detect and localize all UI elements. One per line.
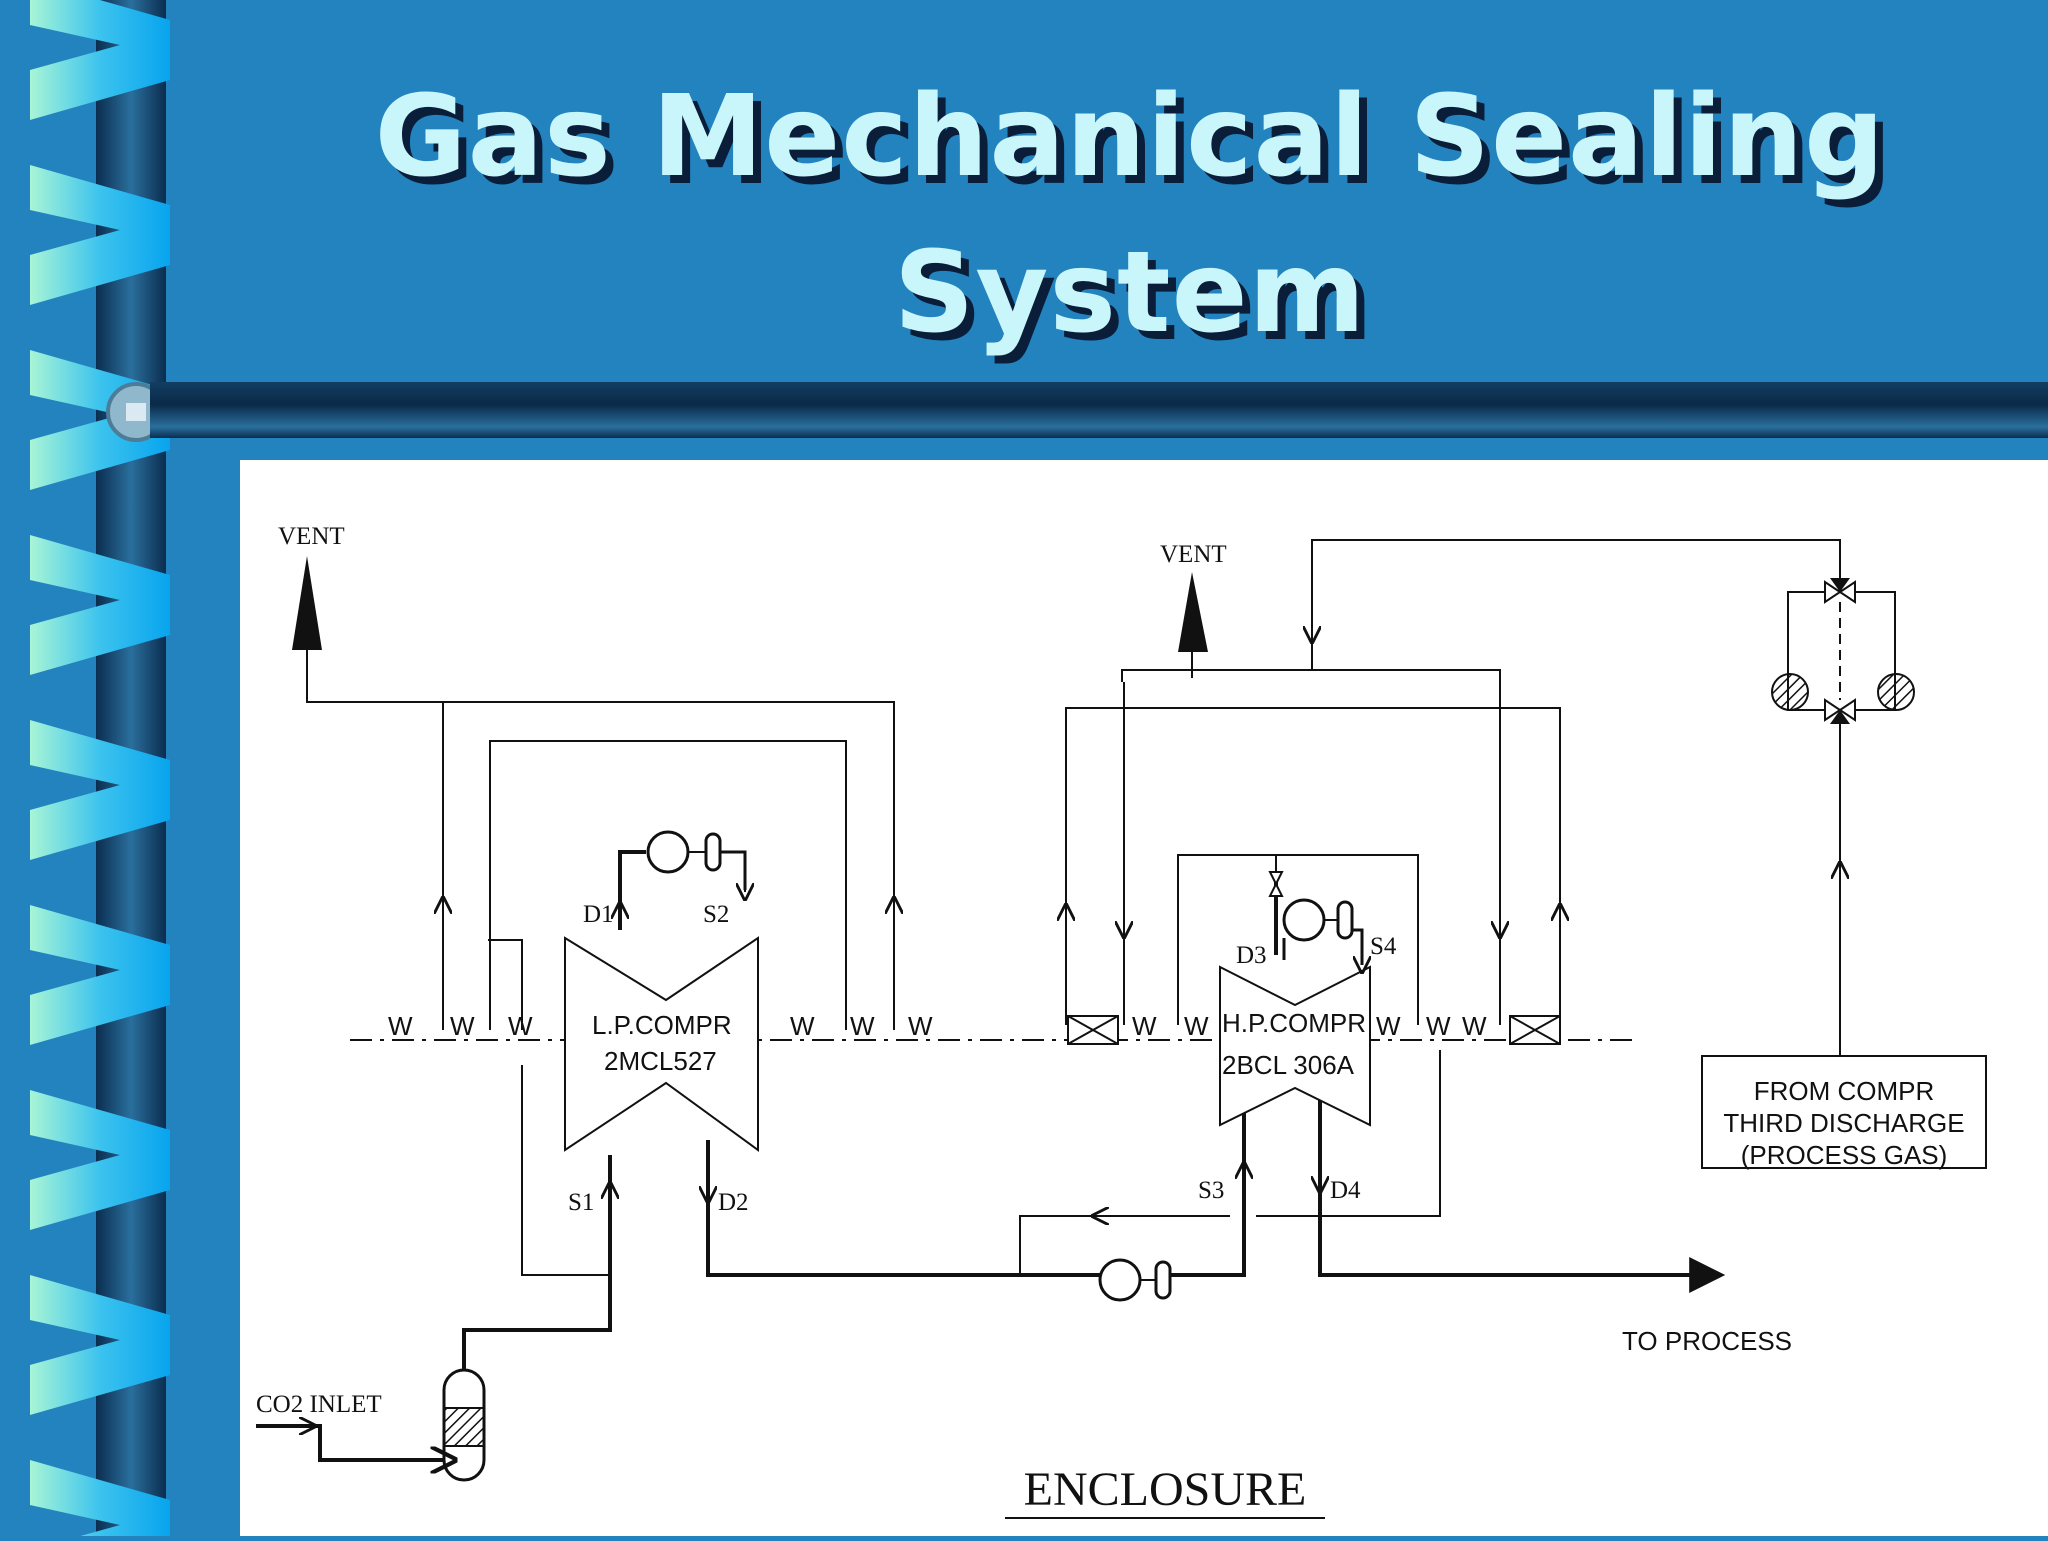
svg-text:W: W xyxy=(1132,1011,1157,1041)
svg-text:W: W xyxy=(1462,1011,1487,1041)
svg-text:W: W xyxy=(850,1011,875,1041)
svg-text:W: W xyxy=(908,1011,933,1041)
svg-text:W: W xyxy=(508,1011,533,1041)
ribbon-segment xyxy=(30,535,170,675)
control-valve-station xyxy=(1787,578,1896,724)
svg-text:S3: S3 xyxy=(1198,1177,1224,1204)
ribbon-segment xyxy=(30,0,170,120)
hp-compressor: H.P.COMPR 2BCL 306A xyxy=(1219,965,1371,1127)
svg-text:S4: S4 xyxy=(1370,933,1397,960)
ribbon-segment xyxy=(30,720,170,860)
title-divider-bar xyxy=(150,382,2048,438)
svg-text:W: W xyxy=(1184,1011,1209,1041)
svg-text:S1: S1 xyxy=(568,1189,594,1216)
enclosure-label: ENCLOSURE xyxy=(1024,1463,1307,1516)
svg-text:W: W xyxy=(790,1011,815,1041)
hp-compressor-name: H.P.COMPR xyxy=(1222,1008,1366,1038)
svg-text:W: W xyxy=(1426,1011,1451,1041)
ribbon-segment xyxy=(30,1090,170,1230)
vent-right: VENT xyxy=(1160,541,1227,652)
ribbon-segment xyxy=(30,905,170,1045)
co2-filter xyxy=(442,1368,486,1482)
ribbon-segment xyxy=(30,1460,170,1536)
sealing-system-diagram: VENT L.P.COMPR 2MCL527 D1 S2 xyxy=(240,460,2048,1536)
slide-title-line1: Gas Mechanical Sealing xyxy=(374,72,1886,202)
lp-compressor-model: 2MCL527 xyxy=(604,1046,717,1076)
slide-title-line2: System xyxy=(893,228,1367,358)
svg-text:FROM COMPR: FROM COMPR xyxy=(1754,1076,1935,1106)
left-ribbon-decoration xyxy=(0,0,240,1536)
booster-pump xyxy=(1098,1258,1172,1302)
hp-compressor-model: 2BCL 306A xyxy=(1222,1050,1355,1080)
svg-text:D2: D2 xyxy=(718,1189,749,1216)
svg-text:D3: D3 xyxy=(1236,942,1267,969)
svg-text:W: W xyxy=(1376,1011,1401,1041)
svg-text:W: W xyxy=(388,1011,413,1041)
lp-compressor: L.P.COMPR 2MCL527 xyxy=(564,936,759,1152)
ribbon-segment xyxy=(30,165,170,305)
svg-text:S2: S2 xyxy=(703,901,729,928)
svg-text:(PROCESS GAS): (PROCESS GAS) xyxy=(1741,1140,1948,1170)
hp-seal-box-left xyxy=(1067,1015,1119,1045)
svg-text:D4: D4 xyxy=(1330,1177,1361,1204)
vent-left-label: VENT xyxy=(278,523,345,550)
co2-inlet-label: CO2 INLET xyxy=(256,1391,382,1418)
vent-right-label: VENT xyxy=(1160,541,1227,568)
svg-text:THIRD DISCHARGE: THIRD DISCHARGE xyxy=(1723,1108,1964,1138)
from-compressor-box: FROM COMPR THIRD DISCHARGE (PROCESS GAS) xyxy=(1701,1055,1987,1170)
svg-text:W: W xyxy=(450,1011,475,1041)
to-process-label: TO PROCESS xyxy=(1622,1326,1792,1356)
vent-left: VENT xyxy=(278,523,345,650)
actuator-pair xyxy=(1771,673,1915,711)
svg-text:D1: D1 xyxy=(583,901,614,928)
hp-seal-box-right xyxy=(1509,1015,1561,1045)
vent-left-line xyxy=(306,650,895,1030)
ribbon-segment xyxy=(30,1275,170,1415)
lp-compressor-name: L.P.COMPR xyxy=(592,1010,732,1040)
